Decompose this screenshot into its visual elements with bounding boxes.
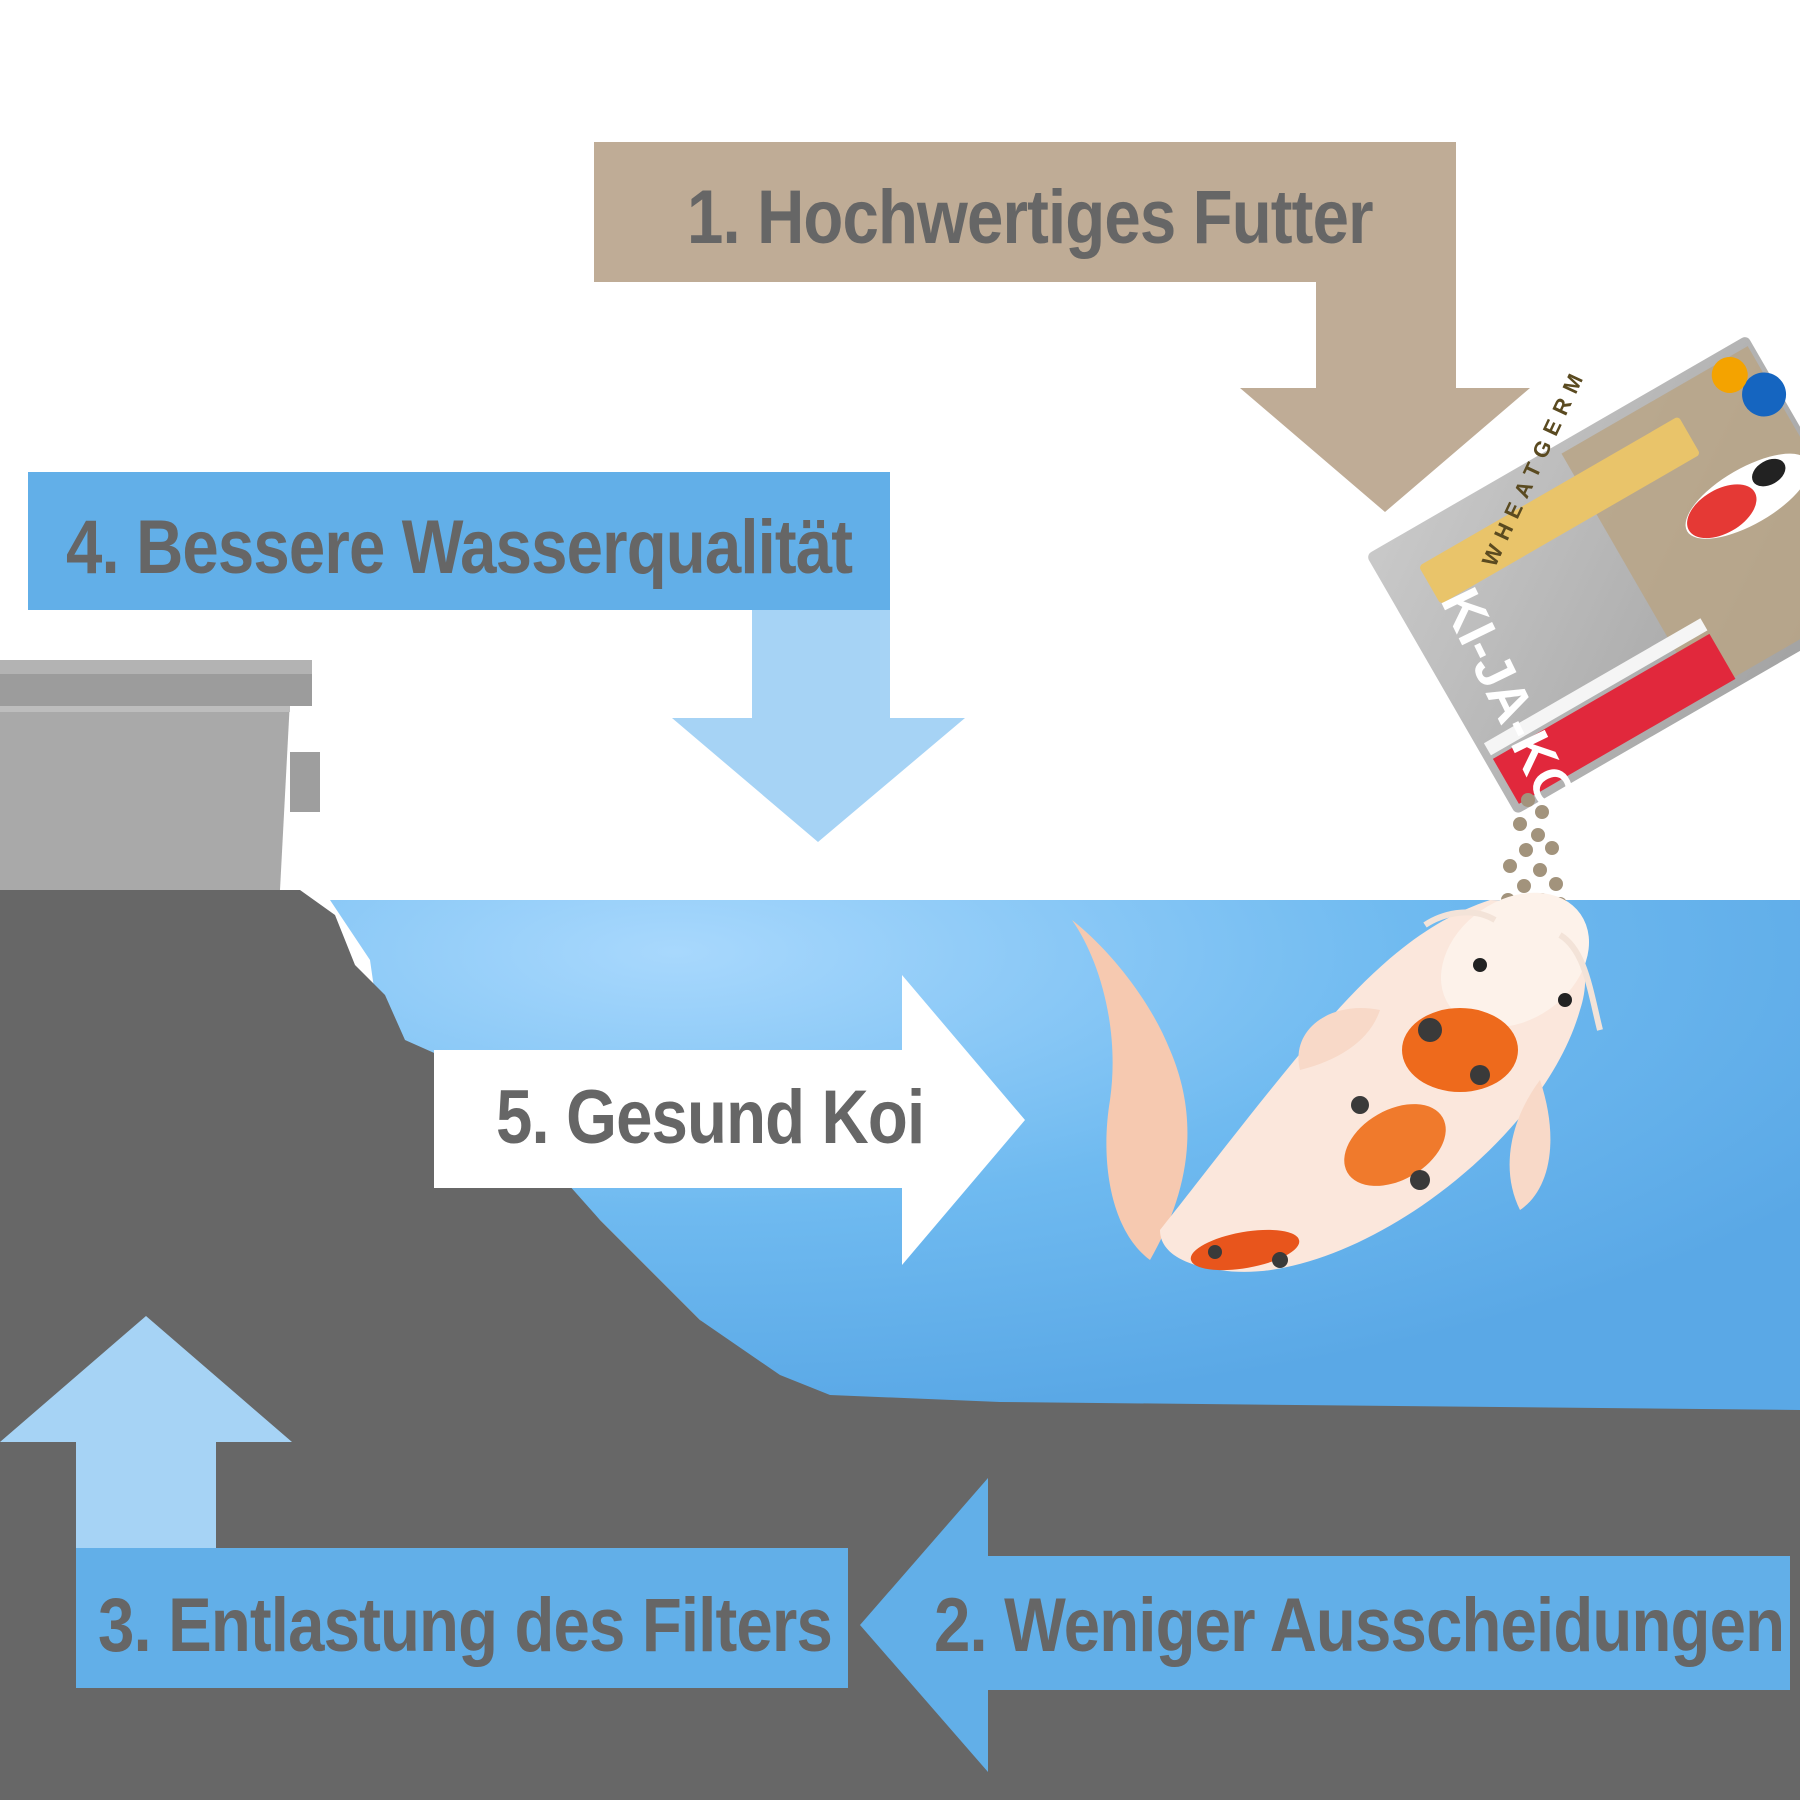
arrow-step-2 <box>860 1478 1790 1772</box>
arrow-step-3 <box>0 1316 848 1688</box>
koi-food-package-icon <box>1368 337 1800 813</box>
arrow-step-1 <box>594 142 1530 512</box>
step-2-label: 2. Weniger Ausscheidungen <box>934 1583 1785 1668</box>
koi-fish-icon <box>1072 892 1603 1272</box>
step-3-label: 3. Entlastung des Filters <box>98 1583 833 1668</box>
filter-box-icon <box>0 660 320 890</box>
step-1-label: 1. Hochwertiges Futter <box>687 175 1374 260</box>
arrow-step-4 <box>28 472 965 842</box>
step-4-label: 4. Bessere Wasserqualität <box>66 505 853 590</box>
arrow-step-5 <box>434 975 1025 1265</box>
step-5-label: 5. Gesund Koi <box>496 1075 925 1160</box>
